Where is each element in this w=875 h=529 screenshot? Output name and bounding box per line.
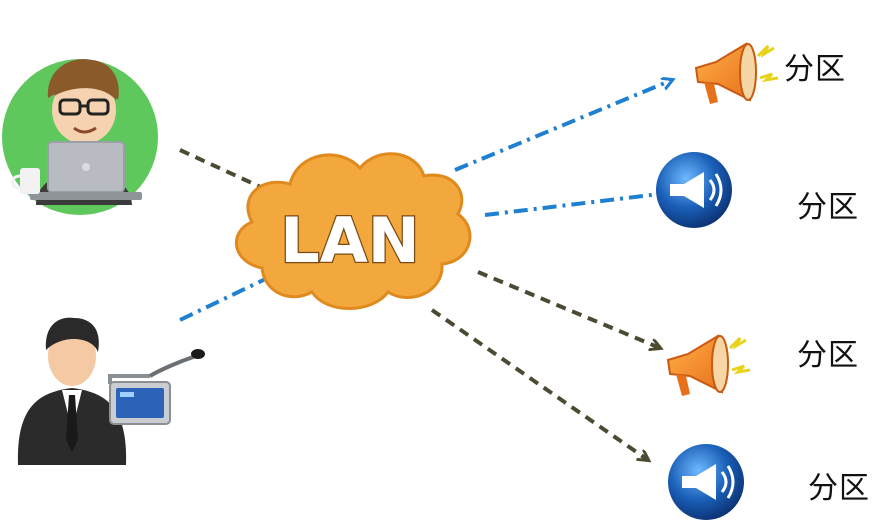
computer-user-avatar — [2, 59, 158, 215]
lan-cloud: LAN — [235, 152, 472, 310]
arrow-lan-to-zone-4 — [430, 308, 648, 460]
lan-label: LAN — [280, 204, 419, 277]
speaker-round-icon-zone-4 — [668, 444, 744, 520]
zone-label-2: 分区 — [797, 190, 859, 225]
operator-with-paging-console — [17, 317, 205, 465]
zone-label-4: 分区 — [808, 471, 870, 506]
arrow-lan-to-zone-2 — [484, 193, 668, 217]
arrow-operator-to-lan — [179, 273, 278, 322]
speaker-horn-icon-zone-1 — [694, 42, 779, 104]
arrow-lan-to-zone-3 — [477, 270, 660, 348]
arrow-lan-to-zone-1 — [454, 80, 672, 172]
speaker-round-icon-zone-2 — [656, 152, 732, 228]
zone-label-1: 分区 — [784, 52, 846, 87]
zone-label-3: 分区 — [797, 338, 859, 373]
speaker-horn-icon-zone-3 — [666, 334, 751, 396]
